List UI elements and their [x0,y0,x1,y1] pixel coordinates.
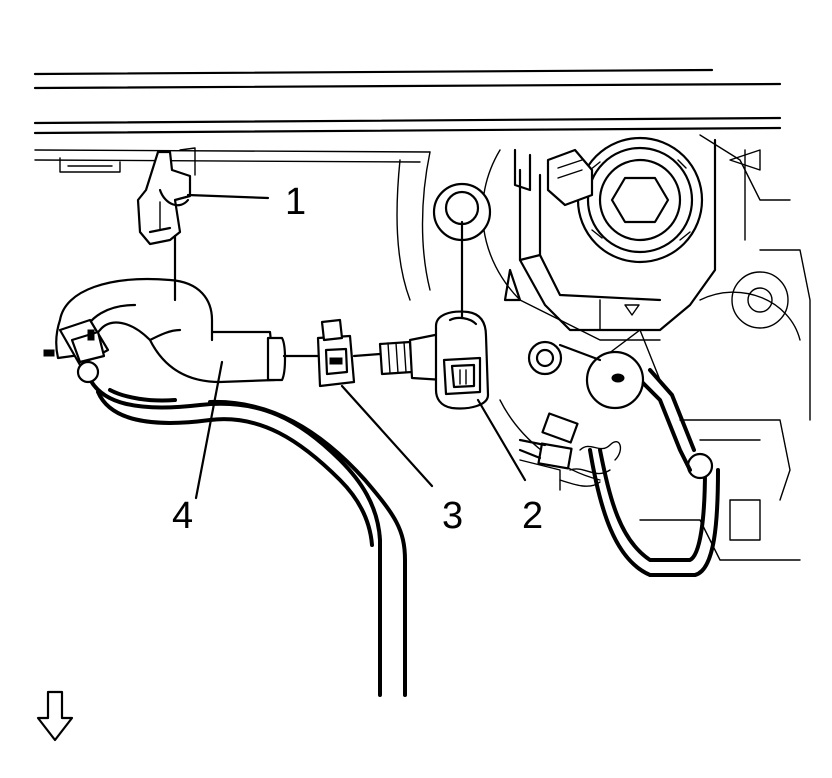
frame-rails [33,68,782,173]
reservoir-cap [576,136,704,264]
upper-connector [513,148,594,207]
reservoir-housing [518,138,717,332]
callout-1: 1 [285,181,306,223]
callout-4: 4 [172,495,193,537]
pump-body [503,268,645,410]
down-arrow-icon [36,690,74,742]
coolant-hose [43,278,407,697]
hose-clip [136,147,196,246]
callout-3: 3 [442,495,463,537]
leader-lines [173,193,527,500]
engine-background [396,134,811,561]
brake-pipes [518,368,720,577]
pressure-sensor [378,310,490,410]
electrical-connector [282,318,382,388]
callout-2: 2 [522,495,543,537]
